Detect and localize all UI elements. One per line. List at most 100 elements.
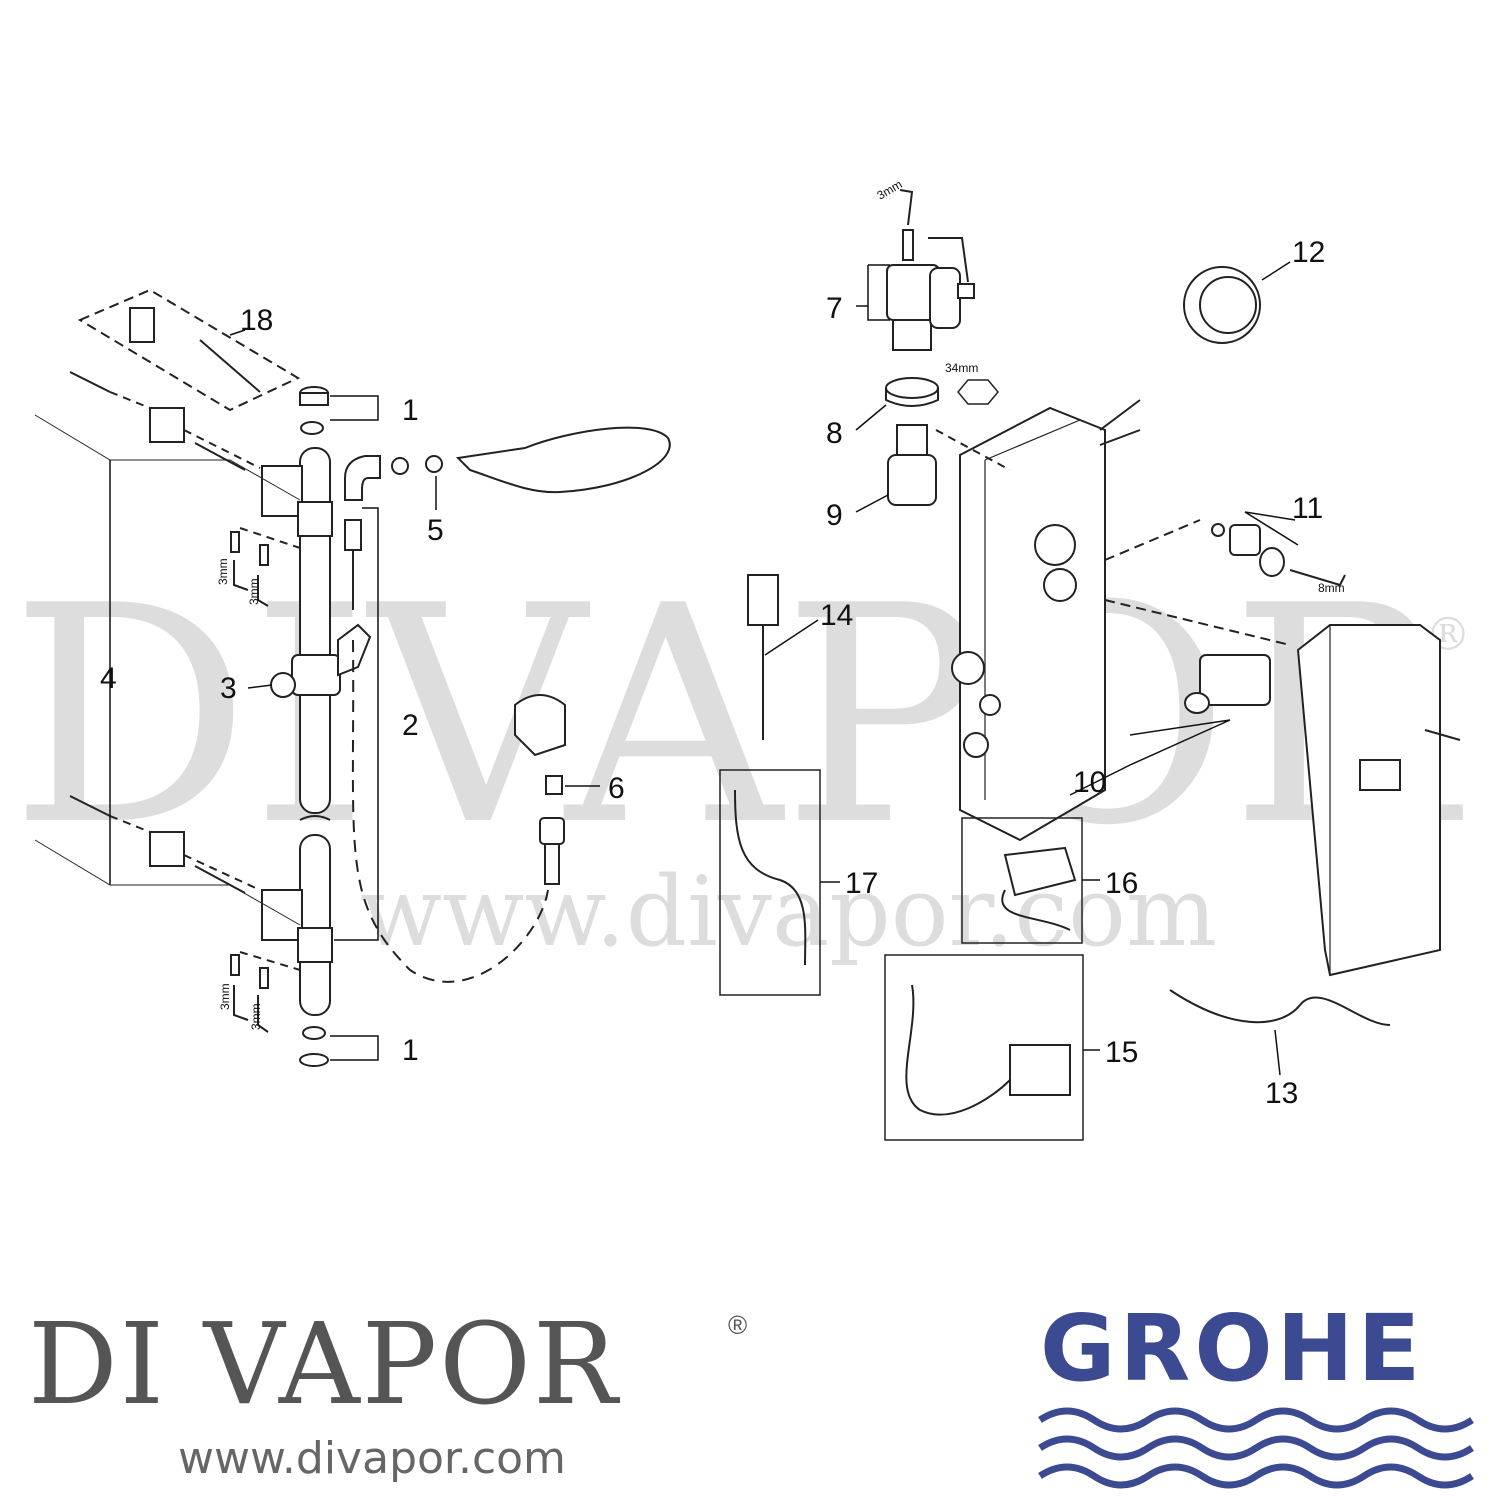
cover-screw <box>1424 729 1461 741</box>
callout-8: 8 <box>826 417 843 450</box>
grub-screw-4 <box>259 967 269 989</box>
mount-screw <box>199 339 261 393</box>
callout-5: 5 <box>427 514 444 547</box>
hose-nut-top <box>344 519 362 551</box>
diverter-cartridge <box>887 454 937 506</box>
hose-dashed <box>351 639 549 983</box>
callout-6: 6 <box>608 772 625 805</box>
leader-10 <box>1069 719 1231 796</box>
housing-inlet <box>951 651 985 685</box>
valve-insert <box>1229 524 1261 556</box>
mount-plate <box>129 307 155 343</box>
solenoid-outlet <box>1184 692 1210 714</box>
housing-cables <box>1099 399 1141 446</box>
riser-rail-group <box>34 288 671 1067</box>
leader-9 <box>855 494 889 513</box>
solenoid-valve <box>1199 654 1271 706</box>
riser-rail-lower <box>299 834 331 1016</box>
leader-8 <box>855 404 887 431</box>
callout-7: 7 <box>826 292 843 325</box>
hex-key-1-icon <box>233 560 249 591</box>
manufacturer-logo-text: GROHE <box>1040 1295 1425 1402</box>
leader-12 <box>1261 261 1291 281</box>
callout-13: 13 <box>1265 1077 1298 1110</box>
leader-1-top <box>330 395 379 421</box>
cartridge-connector <box>957 283 975 299</box>
thermostat-housing <box>959 406 1106 842</box>
leader-7 <box>856 264 890 321</box>
leader-2 <box>334 507 379 941</box>
dealer-url: www.divapor.com <box>178 1433 566 1484</box>
wall-outlet-elbow <box>514 694 566 757</box>
battery-cable <box>1001 889 1071 931</box>
wall-plug-bottom <box>69 795 111 817</box>
ring-nut-body <box>885 388 939 407</box>
callout-labels: 1 1 2 3 4 5 6 7 8 9 10 11 12 13 14 15 16… <box>100 236 1325 1110</box>
hex-key-3-icon <box>233 985 249 1021</box>
slider-body <box>291 654 341 696</box>
callout-15: 15 <box>1105 1036 1138 1069</box>
grohe-wave-logo <box>1038 1407 1474 1489</box>
grub-screw-2 <box>259 544 269 566</box>
hose-elbow <box>344 455 381 501</box>
callout-16: 16 <box>1105 867 1138 900</box>
dealer-registered-mark: ® <box>728 1310 748 1340</box>
hex-key-2-icon <box>257 575 269 607</box>
callout-10: 10 <box>1073 766 1106 799</box>
cartridge-motor <box>929 267 961 329</box>
front-cover-panel <box>1296 624 1441 977</box>
top-rail-holder <box>297 501 333 537</box>
ring-nut-top <box>885 377 939 399</box>
wall-anchor-bottom <box>149 831 185 867</box>
outlet-nipple <box>545 775 563 795</box>
bottom-end-cap <box>299 1053 329 1067</box>
callout-14: 14 <box>820 599 853 632</box>
hand-shower-head <box>455 426 671 494</box>
rail-break-mark <box>299 815 331 821</box>
guide-top <box>34 414 301 501</box>
watermark-url: www.divapor.com <box>360 856 1217 968</box>
leader-valve <box>1104 519 1291 646</box>
tool-label-34mm: 34mm <box>945 361 978 375</box>
tool-label-3mm-3: 3mm <box>218 983 232 1010</box>
bottom-o-ring <box>302 1026 326 1040</box>
grohe-wave-1 <box>1038 1407 1474 1433</box>
leader-18 <box>229 329 246 336</box>
callout-17: 17 <box>845 867 878 900</box>
leader-dash-top <box>109 391 261 469</box>
tool-label-3mm-1: 3mm <box>216 558 230 585</box>
hose-sleeve <box>544 843 560 885</box>
leader-13 <box>1274 1029 1281 1076</box>
callout-18: 18 <box>240 304 273 337</box>
housing-hole-1 <box>963 732 989 758</box>
leader-3 <box>247 684 273 689</box>
dealer-logo-text: DI VAPOR <box>28 1300 620 1430</box>
callout-9: 9 <box>826 499 843 532</box>
grohe-wave-2 <box>1038 1435 1474 1461</box>
callout-1-top: 1 <box>402 394 419 427</box>
tool-label-3mm-2: 3mm <box>247 578 261 605</box>
wrench-34mm-icon <box>957 379 999 405</box>
guide-bottom <box>34 839 301 926</box>
wall-mount-kit-box <box>77 288 301 412</box>
slider-knob <box>270 672 296 698</box>
grohe-wave-3 <box>1038 1463 1474 1489</box>
callout-11: 11 <box>1292 492 1323 525</box>
callout-1-bottom: 1 <box>402 1034 419 1067</box>
housing-hole-2 <box>979 694 1001 716</box>
screw-top <box>194 442 246 471</box>
leader-14 <box>764 619 819 656</box>
housing-port-1 <box>1034 524 1076 566</box>
housing-port-2 <box>1043 568 1077 602</box>
watermark-main: DIVAPOR <box>10 542 1464 891</box>
valve-knob <box>1259 547 1285 577</box>
valve-seal <box>1211 523 1225 537</box>
callout-4: 4 <box>100 662 117 695</box>
power-supply-box <box>884 954 1084 1141</box>
callout-3: 3 <box>220 672 237 705</box>
cartridge-pin <box>902 229 914 261</box>
bottom-rail-holder <box>297 927 333 963</box>
watermark: DIVAPOR ® www.divapor.com <box>10 542 1471 968</box>
grub-screw-1 <box>230 531 240 553</box>
